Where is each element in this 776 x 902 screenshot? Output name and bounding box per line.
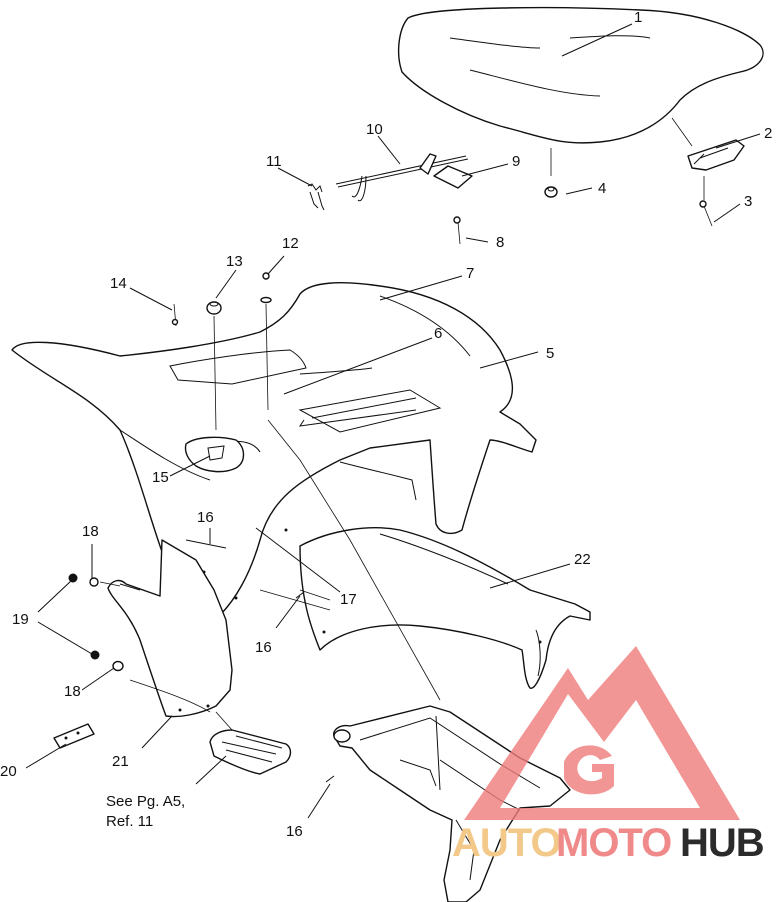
callout-16-top: 16 <box>197 509 214 526</box>
mud-flap <box>107 539 233 718</box>
latch-plate <box>433 165 473 189</box>
fastener-12 <box>260 272 272 411</box>
callout-11: 11 <box>266 153 282 170</box>
washer-nut-lower <box>90 650 124 672</box>
callout-labels: 1 2 3 4 5 6 7 8 9 10 11 12 13 14 15 16 1… <box>0 9 772 840</box>
callout-22: 22 <box>574 551 591 568</box>
watermark-mountain-icon <box>464 646 740 820</box>
callout-16-mid: 16 <box>255 639 272 656</box>
watermark-moto: MOTO <box>556 821 671 865</box>
callout-4: 4 <box>598 180 606 197</box>
latch-rod <box>335 153 469 202</box>
seat-latch-bracket <box>687 139 745 171</box>
callout-20: 20 <box>0 763 17 780</box>
rear-fender <box>11 282 537 620</box>
callout-13: 13 <box>226 253 243 270</box>
leader-lines <box>25 23 761 819</box>
screw-3 <box>699 200 713 227</box>
callout-10: 10 <box>366 121 383 138</box>
watermark-logo <box>464 646 740 820</box>
watermark-auto: AUTO <box>452 821 561 865</box>
callout-1: 1 <box>634 9 642 26</box>
fastener-14 <box>171 303 179 327</box>
callout-6: 6 <box>434 325 442 342</box>
watermark-hub: HUB <box>680 821 764 865</box>
watermark-text: AUTO MOTO HUB <box>452 821 765 865</box>
washer-nut-upper <box>68 573 99 587</box>
callout-18-upper: 18 <box>82 523 99 540</box>
callout-16-bottom: 16 <box>286 823 303 840</box>
callout-8: 8 <box>496 234 504 251</box>
spring-11 <box>307 183 325 211</box>
plate-20 <box>53 723 95 749</box>
callout-14: 14 <box>110 275 127 292</box>
callout-3: 3 <box>744 193 752 210</box>
nut-plate <box>184 436 245 473</box>
seat <box>397 6 764 144</box>
callout-9: 9 <box>512 153 520 170</box>
callout-18-lower: 18 <box>64 683 81 700</box>
footrest <box>209 729 292 775</box>
callout-12: 12 <box>282 235 299 252</box>
callout-17: 17 <box>340 591 357 608</box>
grommet-4 <box>544 186 558 198</box>
reference-note: See Pg. A5, Ref. 11 <box>106 792 185 832</box>
splash-guard <box>299 527 591 689</box>
callout-15: 15 <box>152 469 169 486</box>
reference-note-line2: Ref. 11 <box>106 813 154 830</box>
grommet-13 <box>206 301 222 431</box>
callout-2: 2 <box>764 125 772 142</box>
callout-19: 19 <box>12 611 29 628</box>
bolt-8 <box>453 216 461 245</box>
callout-5: 5 <box>546 345 554 362</box>
reference-note-line1: See Pg. A5, <box>106 793 186 810</box>
callout-7: 7 <box>466 265 474 282</box>
callout-21: 21 <box>112 753 129 770</box>
